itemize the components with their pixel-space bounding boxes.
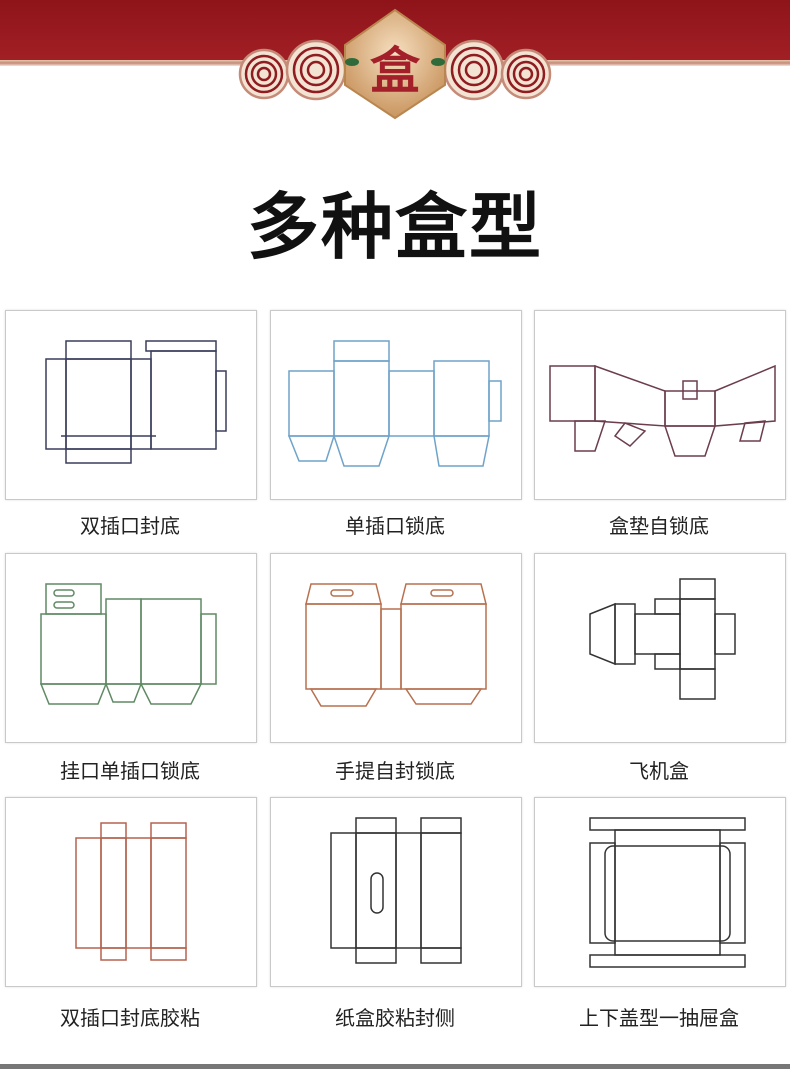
emblem-char: 盒	[370, 41, 421, 100]
box-type-label: 挂口单插口锁底	[60, 759, 200, 783]
bottom-divider	[0, 1064, 790, 1069]
box-type-label: 单插口锁底	[345, 514, 445, 538]
box-type-card	[5, 797, 257, 987]
dieline-diagram	[287, 340, 502, 467]
box-type-card	[534, 797, 786, 987]
box-type-card	[534, 553, 786, 743]
box-type-label: 纸盒胶粘封侧	[335, 1006, 455, 1030]
dieline-diagram	[305, 583, 487, 707]
page-title: 多种盒型	[246, 184, 543, 269]
dieline-diagram	[75, 822, 187, 961]
dieline-diagram	[39, 583, 217, 705]
dieline-diagram	[589, 578, 736, 700]
box-type-card	[5, 310, 257, 500]
dieline-diagram	[330, 817, 462, 964]
header-emblem: 盒	[238, 8, 552, 120]
box-type-label: 盒垫自锁底	[609, 514, 709, 538]
dieline-diagram	[589, 817, 746, 968]
box-type-card	[270, 797, 522, 987]
box-type-card	[5, 553, 257, 743]
box-type-card	[534, 310, 786, 500]
dieline-diagram	[45, 340, 227, 464]
box-type-card	[270, 553, 522, 743]
box-type-label: 双插口封底胶粘	[60, 1006, 200, 1030]
box-type-label: 飞机盒	[629, 759, 689, 783]
box-type-card	[270, 310, 522, 500]
box-type-label: 手提自封锁底	[335, 759, 455, 783]
box-type-label: 上下盖型一抽屉盒	[579, 1006, 739, 1030]
box-type-label: 双插口封底	[80, 514, 180, 538]
dieline-diagram	[549, 364, 776, 457]
